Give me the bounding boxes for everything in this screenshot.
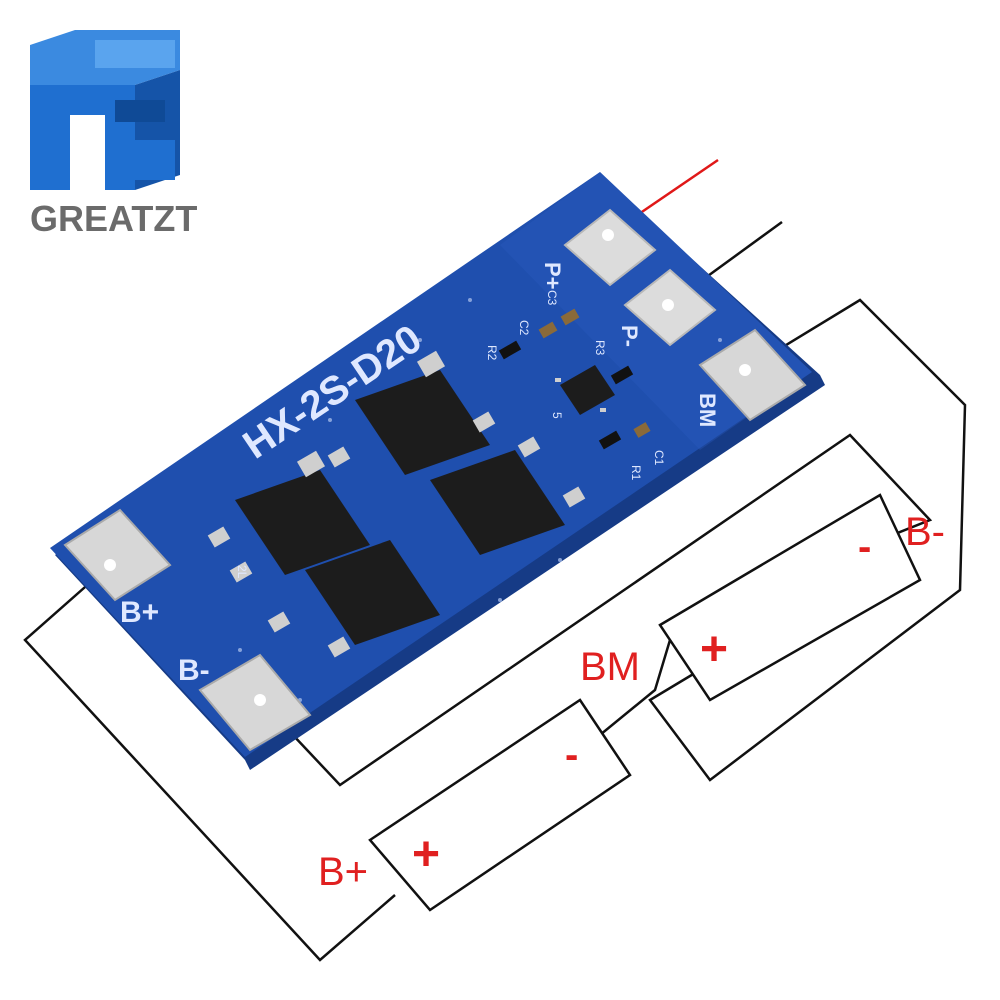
component-designators: R2 C2 C3 R3 R1 C1 5 2L xyxy=(235,290,666,579)
pad-bm xyxy=(698,328,807,422)
diagram-label-b-minus: B- xyxy=(905,510,945,554)
wire-loop-b-plus xyxy=(23,564,396,962)
cell-bottom-plus: + xyxy=(412,828,440,881)
silk-c1: C1 xyxy=(652,450,666,466)
cell-top-plus: + xyxy=(700,623,728,676)
silk-b-plus: B+ xyxy=(120,596,159,629)
silk-b-minus: B- xyxy=(178,654,210,687)
silk-2l: 2L xyxy=(235,565,249,579)
protection-ic xyxy=(555,365,615,415)
silk-p-plus: P+ xyxy=(540,262,565,290)
pad-b-minus xyxy=(198,653,312,752)
silk-c3: C3 xyxy=(545,290,559,306)
silk-ic-5: 5 xyxy=(550,412,564,419)
mosfet-3 xyxy=(267,540,440,658)
pad-p-plus xyxy=(563,208,657,287)
silk-bm: BM xyxy=(695,393,720,427)
silk-r3: R3 xyxy=(593,340,607,356)
wire-loop-b-minus xyxy=(259,433,933,787)
silk-r2: R2 xyxy=(485,345,499,361)
wire-loop-bm xyxy=(648,298,967,782)
brand-logo: TZ xyxy=(30,30,180,190)
pad-b-plus xyxy=(63,508,172,602)
brand-name: GREATZT xyxy=(30,198,198,239)
diagram-label-bm: BM xyxy=(580,645,640,689)
silk-p-minus: P- xyxy=(617,325,642,347)
cell-bottom xyxy=(368,698,632,912)
silk-c2: C2 xyxy=(517,320,531,336)
mosfet-1 xyxy=(207,450,370,583)
pad-p-minus xyxy=(623,268,717,347)
smd-parts xyxy=(498,308,651,450)
silk-r1: R1 xyxy=(629,465,643,481)
mosfet-4 xyxy=(430,436,586,555)
pcb-board: HX-2S-D20 P+ P- BM B+ B- R2 C2 C3 R3 R1 … xyxy=(50,172,825,770)
cell-top xyxy=(658,493,922,702)
mosfet-2 xyxy=(327,350,496,475)
cell-top-minus: - xyxy=(858,525,871,569)
diagram-label-b-plus: B+ xyxy=(318,850,368,894)
cell-bottom-minus: - xyxy=(565,733,578,777)
